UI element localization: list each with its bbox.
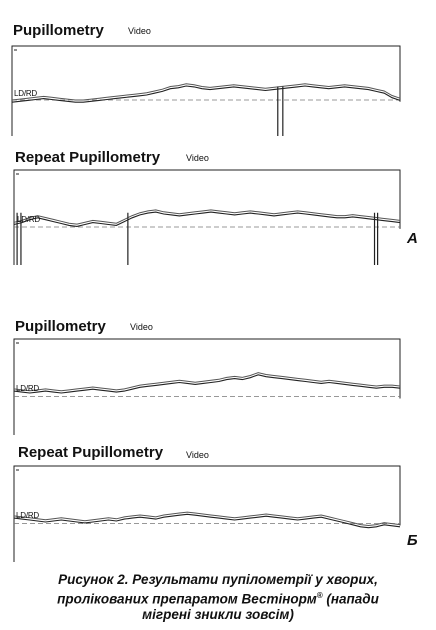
panel-2-subtitle: Video: [186, 153, 209, 163]
plot-frame: [13, 465, 401, 562]
panel-2-title: Repeat Pupillometry: [15, 149, 161, 166]
plot-frame: [13, 169, 401, 265]
panel-1-ref-label: LD/RD: [14, 89, 38, 98]
trace-line-lower: [13, 211, 401, 227]
figure-caption: Рисунок 2. Результати пупілометрії у хво…: [0, 572, 436, 622]
panel-3-plot: LD/RD: [13, 338, 401, 435]
plot-frame: [13, 338, 401, 435]
panel-4-title: Repeat Pupillometry: [18, 444, 164, 461]
panel-4-plot: LD/RD: [13, 465, 401, 562]
trace-line-lower: [13, 374, 401, 394]
trace-line-lower: [11, 85, 401, 103]
plot-frame: [11, 45, 401, 136]
panel-2-ref-label: LD/RD: [17, 215, 41, 224]
caption-line-2a: пролікованих препаратом Вестінорм: [57, 591, 317, 606]
panel-4-svg: [13, 465, 401, 562]
panel-3-ref-label: LD/RD: [16, 384, 40, 393]
pupillometry-panel-3: Pupillometry Video LD/RD: [0, 315, 436, 440]
trace-line-upper: [13, 209, 401, 225]
trace-line-upper: [13, 372, 401, 392]
group-label-b: Б: [407, 532, 418, 549]
pupillometry-panel-1: Pupillometry Video LD/RD: [0, 0, 436, 140]
panel-4-subtitle: Video: [186, 450, 209, 460]
panel-3-svg: [13, 338, 401, 435]
panel-1-title: Pupillometry: [13, 22, 104, 39]
panel-1-plot: LD/RD: [11, 45, 401, 136]
trace-line-lower: [13, 513, 401, 529]
panel-1-subtitle: Video: [128, 26, 151, 36]
panel-2-svg: [13, 169, 401, 265]
panel-3-subtitle: Video: [130, 322, 153, 332]
caption-line-2: пролікованих препаратом Вестінорм® (напа…: [0, 588, 436, 607]
panel-3-title: Pupillometry: [15, 318, 106, 335]
panel-4-ref-label: LD/RD: [16, 511, 40, 520]
trace-line-upper: [13, 511, 401, 527]
panel-2-plot: LD/RD: [13, 169, 401, 265]
registered-mark: ®: [316, 590, 323, 600]
panel-1-svg: [11, 45, 401, 136]
caption-line-2b: (напади: [322, 591, 379, 606]
pupillometry-panel-2: Repeat Pupillometry Video LD/RD: [0, 145, 436, 270]
trace-line-upper: [11, 83, 401, 101]
group-label-a: А: [407, 230, 418, 247]
caption-line-1: Рисунок 2. Результати пупілометрії у хво…: [58, 572, 378, 587]
caption-line-3: мігрені зникли зовсім): [142, 606, 294, 622]
pupillometry-panel-4: Repeat Pupillometry Video LD/RD: [0, 440, 436, 565]
